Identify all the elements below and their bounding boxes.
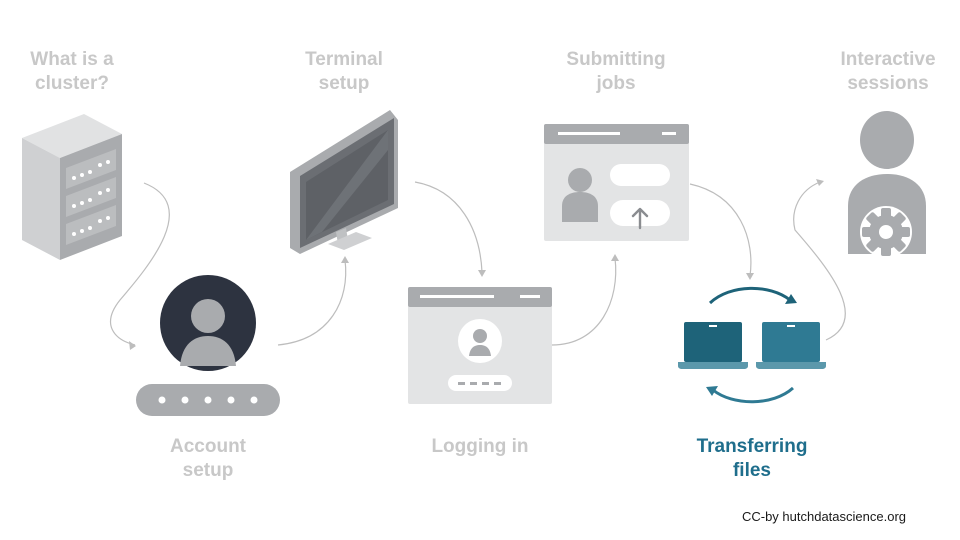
label-submitting-jobs: Submitting jobs: [546, 48, 686, 96]
user-gear-icon: [848, 111, 926, 258]
arrowhead: [816, 179, 824, 186]
label-transferring-files: Transferring files: [682, 435, 822, 483]
label-line: What is a: [30, 49, 114, 70]
arrowhead: [129, 341, 136, 350]
label-line: Logging in: [431, 436, 529, 457]
label-line: files: [732, 460, 772, 481]
connector-login-to-jobs: [551, 257, 617, 346]
password-field-icon: [136, 384, 280, 416]
connector-terminal-to-login: [414, 181, 483, 273]
label-what-is-a-cluster: What is a cluster?: [12, 48, 132, 96]
server-icon: [22, 114, 122, 260]
connector-arrowheads: [129, 179, 824, 350]
user-avatar-icon: [160, 275, 256, 371]
connector-jobs-to-transfer: [689, 183, 752, 277]
label-line: setup: [182, 460, 234, 481]
upload-window-icon: [544, 124, 689, 241]
label-terminal-setup: Terminal setup: [284, 48, 404, 96]
label-line: Submitting: [566, 49, 666, 70]
label-line: Terminal: [305, 49, 383, 70]
credit-text: CC-by hutchdatascience.org: [741, 509, 906, 524]
connector-account-to-terminal: [277, 259, 347, 346]
login-window-icon: [408, 287, 552, 404]
label-interactive-sessions: Interactive sessions: [818, 48, 958, 96]
monitor-icon: [290, 110, 398, 254]
connector-transfer-to-interactive: [793, 181, 846, 341]
label-line: sessions: [847, 73, 929, 94]
arrowhead: [478, 270, 486, 277]
arrowhead: [611, 254, 619, 261]
arrowhead: [341, 256, 349, 263]
arrowhead: [746, 273, 754, 280]
label-line: Account: [170, 436, 246, 457]
label-line: cluster?: [35, 73, 109, 94]
connector-cluster-to-account: [109, 182, 170, 346]
label-line: Interactive: [840, 49, 936, 70]
label-account-setup: Account setup: [148, 435, 268, 483]
label-line: Transferring: [696, 436, 808, 457]
label-line: setup: [318, 73, 370, 94]
label-line: jobs: [596, 73, 636, 94]
connectors: [109, 181, 846, 346]
label-logging-in: Logging in: [410, 435, 550, 459]
laptop-sync-icon: [678, 286, 826, 404]
